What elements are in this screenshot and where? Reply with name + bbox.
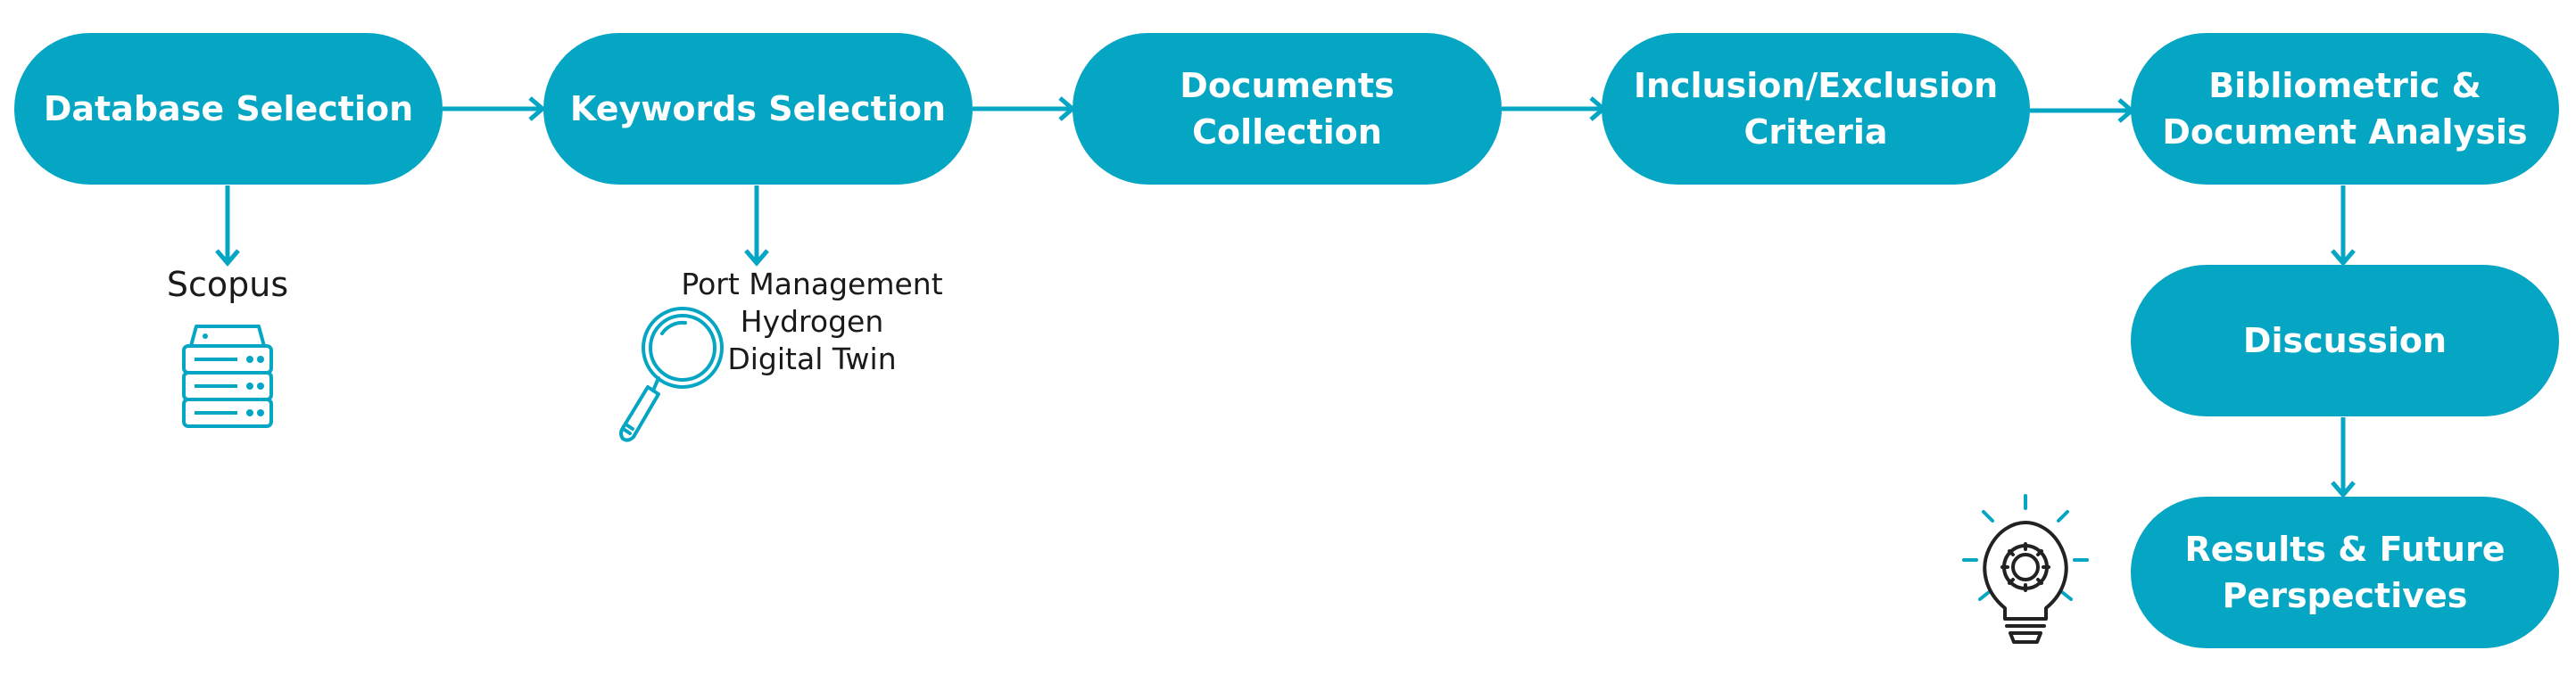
node-results-future-perspectives-label-line: Perspectives — [2222, 576, 2468, 615]
arrowhead-bibliometric-to-discussion — [2331, 249, 2356, 267]
lightbulb-gear-icon — [1962, 494, 2089, 644]
node-discussion: Discussion — [2131, 265, 2559, 416]
arrowhead-database-to-keywords — [528, 96, 546, 121]
node-documents-collection-label-line: Documents — [1180, 66, 1395, 105]
keyword-digital-twin: Digital Twin — [727, 342, 897, 376]
node-documents-collection-label-line: Collection — [1192, 112, 1382, 152]
node-bibliometric-document-analysis-label-line: Bibliometric & — [2208, 66, 2481, 105]
node-keywords-selection: Keywords Selection — [543, 33, 973, 185]
node-bibliometric-document-analysis: Bibliometric & Document Analysis — [2131, 33, 2559, 185]
note-scopus: Scopus — [166, 265, 289, 304]
node-discussion-label-line: Discussion — [2242, 321, 2448, 360]
note-keywords-list: Port Management Hydrogen Digital Twin — [678, 266, 946, 378]
arrowhead-discussion-to-results — [2331, 481, 2356, 498]
node-bibliometric-document-analysis-label-line: Document Analysis — [2162, 112, 2528, 152]
node-inclusion-exclusion-criteria-label-line: Inclusion/Exclusion — [1633, 66, 1999, 105]
keyword-hydrogen: Hydrogen — [740, 304, 884, 339]
node-keywords-selection-label-line: Keywords Selection — [569, 89, 947, 128]
node-database-selection-label-line: Database Selection — [43, 89, 414, 128]
server-icon — [182, 325, 273, 428]
node-results-future-perspectives-label-line: Results & Future — [2184, 530, 2506, 569]
arrowhead-keywords-to-terms — [744, 249, 769, 267]
node-inclusion-exclusion-criteria-label-line: Criteria — [1744, 112, 1888, 152]
keyword-port-management: Port Management — [681, 267, 943, 301]
magnifier-icon — [619, 307, 724, 442]
node-database-selection: Database Selection — [14, 33, 443, 185]
arrowhead-database-to-scopus — [215, 249, 240, 267]
